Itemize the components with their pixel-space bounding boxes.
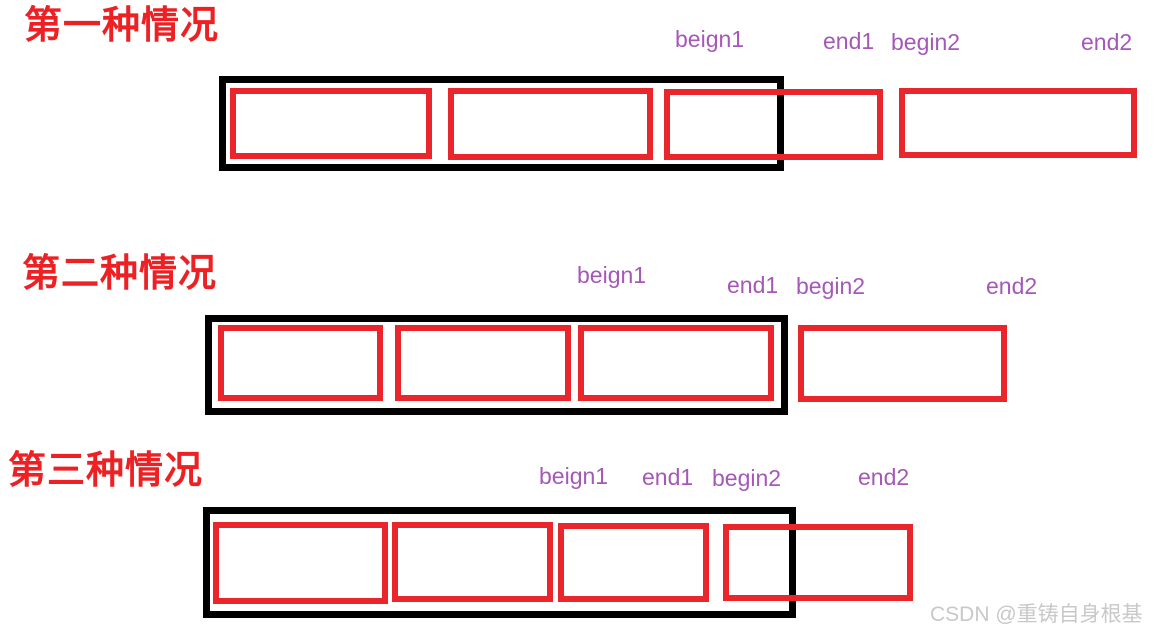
case-1-inner-box-1 bbox=[230, 88, 432, 159]
case-2-label-end2: end2 bbox=[986, 273, 1038, 299]
case-2-inner-box-2 bbox=[395, 325, 571, 401]
case-3-inner-box-4-overlapping bbox=[723, 524, 913, 601]
case-3-label-begin2: begin2 bbox=[712, 465, 782, 491]
case-2-label-beign1: beign1 bbox=[577, 262, 647, 288]
csdn-watermark: CSDN @重铸自身根基 bbox=[930, 603, 1143, 626]
case-1-label-beign1: beign1 bbox=[675, 26, 745, 52]
case-3-label-beign1: beign1 bbox=[539, 463, 609, 489]
case-3-label-end1: end1 bbox=[642, 464, 694, 490]
case-2-inner-box-3 bbox=[578, 325, 774, 401]
case-3-outer-interval-box bbox=[203, 507, 796, 618]
case-1-inner-box-2 bbox=[448, 88, 653, 160]
case-2-outside-box bbox=[798, 325, 1007, 402]
case-3-inner-box-1 bbox=[213, 522, 388, 604]
case-2-label-end1: end1 bbox=[727, 272, 779, 298]
case-3-label-end2: end2 bbox=[858, 464, 910, 490]
case-2-inner-box-1 bbox=[218, 325, 383, 401]
case-1-outside-box bbox=[899, 88, 1137, 158]
case-1-label-end2: end2 bbox=[1081, 29, 1133, 55]
case-1-inner-box-3-overlapping bbox=[664, 89, 883, 160]
case-3-title: 第三种情况 bbox=[8, 450, 204, 492]
case-1-label-begin2: begin2 bbox=[891, 29, 961, 55]
case-2-label-begin2: begin2 bbox=[796, 273, 866, 299]
case-1-label-end1: end1 bbox=[823, 28, 875, 54]
case-3-inner-box-3 bbox=[558, 523, 709, 602]
case-2-title: 第二种情况 bbox=[22, 253, 218, 295]
case-3-inner-box-2 bbox=[392, 522, 553, 602]
case-1-title: 第一种情况 bbox=[24, 5, 220, 47]
case-1-outer-interval-box bbox=[219, 76, 784, 171]
case-2-outer-interval-box bbox=[205, 315, 788, 415]
